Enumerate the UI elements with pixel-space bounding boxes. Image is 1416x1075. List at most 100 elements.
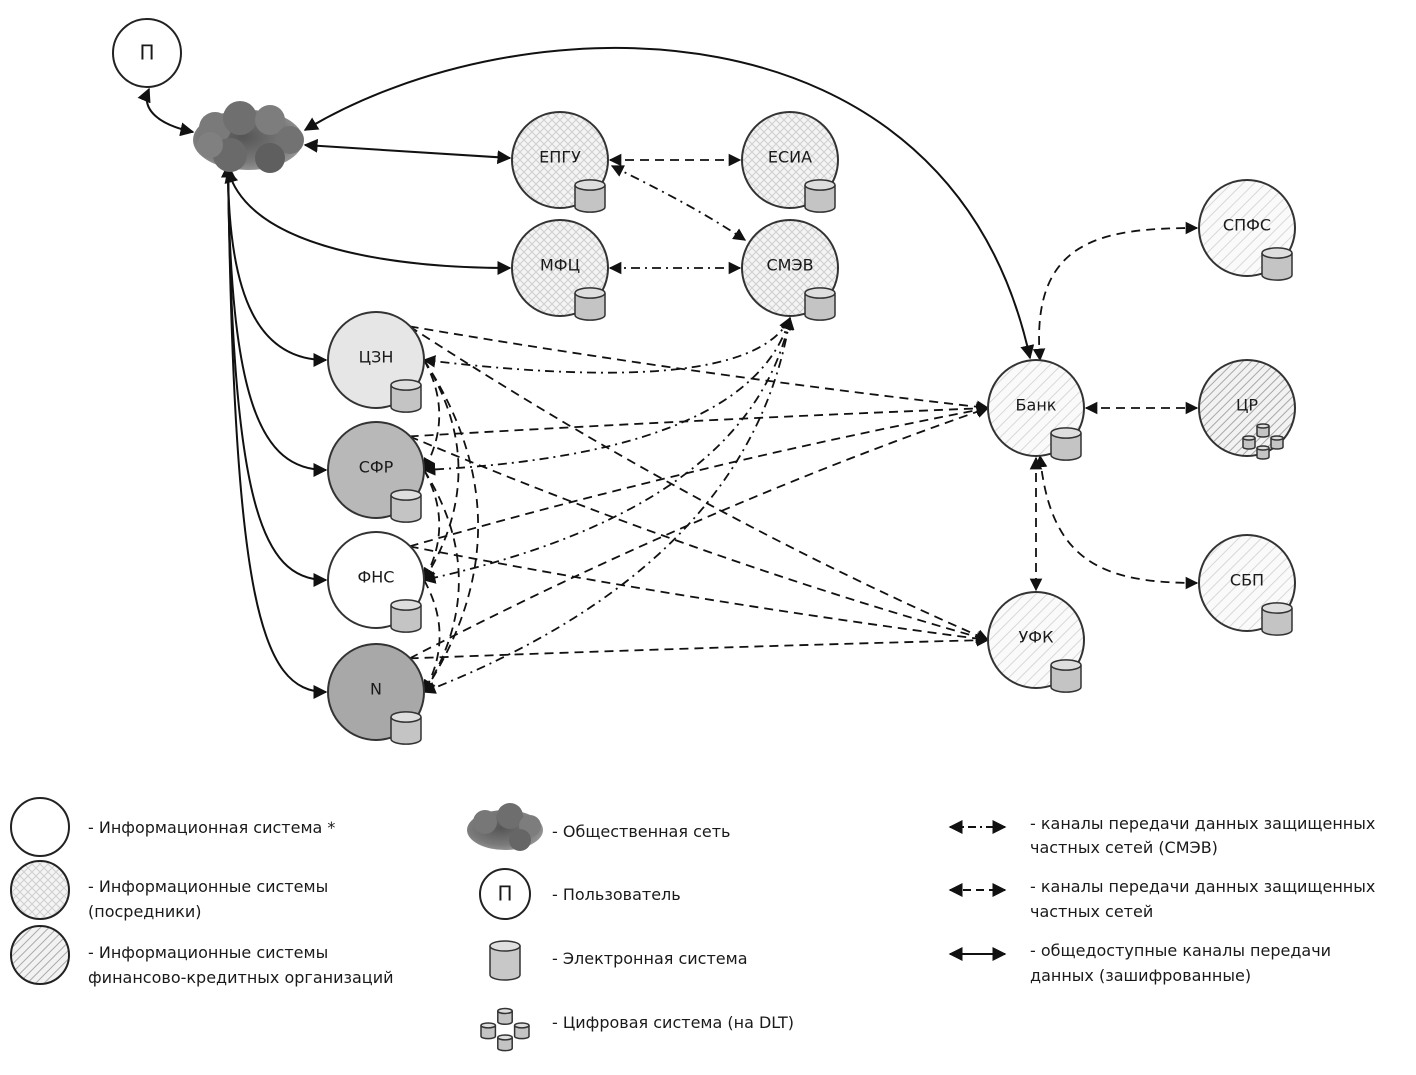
- database-icon: [804, 287, 836, 321]
- node-n[interactable]: N: [327, 643, 425, 745]
- legend-intermediary: - Информационные системы (посредники): [10, 860, 328, 921]
- edge-fns-n: [423, 579, 441, 694]
- legend-financial-icon: [10, 925, 70, 985]
- node-smev[interactable]: СМЭВ: [741, 219, 839, 321]
- user-node[interactable]: П: [112, 18, 182, 88]
- node-cr[interactable]: ЦР: [1198, 359, 1296, 460]
- edge-czn-ufk: [409, 325, 990, 642]
- database-top: [390, 379, 422, 391]
- database-body: [390, 717, 422, 745]
- database-body: [1261, 608, 1293, 636]
- database-icon: [574, 287, 606, 321]
- database-body: [497, 1011, 513, 1025]
- database-body: [1261, 253, 1293, 281]
- database-body: [1050, 433, 1082, 461]
- database-icon: [390, 599, 422, 633]
- legend-public-network-label: - Общественная сеть: [552, 822, 730, 841]
- node-cr-label: ЦР: [1236, 396, 1258, 415]
- legend-public-network: - Общественная сеть: [467, 803, 730, 851]
- database-body: [1050, 665, 1082, 693]
- database-top: [574, 287, 606, 299]
- node-n-label: N: [370, 680, 382, 699]
- edge-cloud-sfr: [221, 163, 328, 477]
- database-body: [390, 495, 422, 523]
- node-epgu-label: ЕПГУ: [539, 148, 581, 167]
- edge-cloud-epgu: [303, 138, 512, 165]
- legend-public-channels-label-2: данных (зашифрованные): [1030, 966, 1251, 985]
- database-body: [1256, 448, 1270, 460]
- node-czn[interactable]: ЦЗН: [327, 311, 425, 413]
- edge-epgu-smev: [610, 165, 747, 241]
- node-sbp-label: СБП: [1230, 571, 1264, 590]
- node-spfs-label: СПФС: [1223, 216, 1271, 235]
- legend-financial-label-2: финансово-кредитных организаций: [88, 968, 394, 987]
- database-top: [1261, 247, 1293, 259]
- edges-layer: [137, 47, 1199, 699]
- nodes-layer: П ЕПГУ ЕСИА МФЦ СМЭВ ЦЗН СФР ФНС N Банк СПФС ЦР СБП У…: [112, 18, 1296, 745]
- edge-cloud-user: [137, 87, 195, 137]
- database-body: [1256, 426, 1270, 438]
- database-body: [513, 1025, 530, 1040]
- legend-user-icon: [479, 868, 531, 920]
- legend-smev-channels-label-1: - каналы передачи данных защищенных: [1030, 814, 1375, 833]
- node-epgu[interactable]: ЕПГУ: [511, 111, 609, 213]
- database-icon: [1050, 427, 1082, 461]
- legend-electronic-system-label: - Электронная система: [552, 949, 748, 968]
- node-fns[interactable]: ФНС: [327, 531, 425, 633]
- database-top: [1050, 427, 1082, 439]
- database-top: [804, 287, 836, 299]
- node-cr-circle: [1198, 359, 1296, 457]
- node-smev-label: СМЭВ: [766, 256, 813, 275]
- database-top: [1242, 435, 1256, 441]
- database-icon: [1261, 602, 1293, 636]
- legend-private-channels: - каналы передачи данных защищенных част…: [948, 877, 1375, 921]
- node-fns-label: ФНС: [358, 568, 395, 587]
- node-spfs[interactable]: СПФС: [1198, 179, 1296, 281]
- legend-info-system-icon: [10, 797, 70, 857]
- database-body: [390, 385, 422, 413]
- database-top: [1256, 423, 1270, 429]
- legend-user: П - Пользователь: [479, 868, 681, 920]
- legend-financial-label-1: - Информационные системы: [88, 943, 328, 962]
- database-top: [513, 1022, 530, 1029]
- database-icon: [574, 179, 606, 213]
- user-label: П: [139, 41, 154, 65]
- edge-cloud-mfc: [224, 168, 512, 275]
- database-icon: [489, 940, 521, 981]
- node-mfc[interactable]: МФЦ: [511, 219, 609, 321]
- node-bank[interactable]: Банк: [987, 359, 1085, 461]
- edge-smev-czn: [422, 316, 791, 374]
- edge-czn-n: [423, 359, 479, 694]
- node-sbp[interactable]: СБП: [1198, 534, 1296, 636]
- dlt-icon: [1242, 423, 1284, 460]
- database-body: [574, 293, 606, 321]
- legend-digital-system: - Цифровая система (на DLT): [480, 1007, 794, 1052]
- node-mfc-label: МФЦ: [540, 256, 580, 275]
- legend-cloud-icon: [467, 803, 543, 851]
- database-icon: [390, 379, 422, 413]
- node-ufk[interactable]: УФК: [987, 591, 1085, 693]
- edge-sfr-ufk: [409, 435, 990, 643]
- database-top: [1256, 445, 1270, 451]
- database-top: [390, 489, 422, 501]
- database-top: [574, 179, 606, 191]
- edge-n-ufk: [409, 633, 990, 660]
- edge-cloud-czn: [221, 163, 328, 367]
- node-czn-label: ЦЗН: [359, 348, 394, 367]
- edge-n-bank: [409, 405, 990, 660]
- database-icon: [390, 711, 422, 745]
- database-top: [804, 179, 836, 191]
- edge-czn-fns: [423, 359, 460, 582]
- legend-intermediary-label-2: (посредники): [88, 902, 202, 921]
- database-icon: [390, 489, 422, 523]
- legend-info-system: - Информационная система *: [10, 797, 335, 857]
- node-esia[interactable]: ЕСИА: [741, 111, 839, 213]
- database-body: [804, 293, 836, 321]
- database-top: [497, 1034, 513, 1041]
- legend: - Информационная система * - Информацион…: [10, 797, 1375, 1052]
- legend-private-channels-label-2: частных сетей: [1030, 902, 1153, 921]
- database-body: [1242, 438, 1256, 450]
- database-body: [804, 185, 836, 213]
- node-sfr[interactable]: СФР: [327, 421, 425, 523]
